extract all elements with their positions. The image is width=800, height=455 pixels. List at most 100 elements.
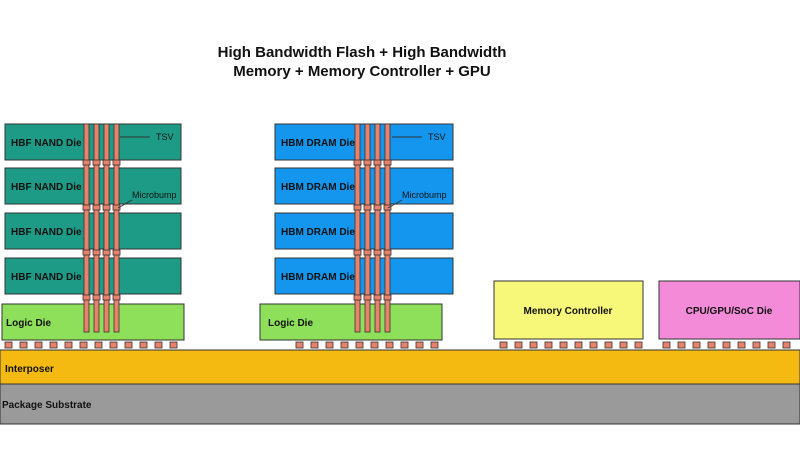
- interposer-bumps: [4, 341, 791, 349]
- hbm-bump-9: [415, 341, 424, 349]
- hbm-microbump-2-4: [363, 294, 372, 301]
- hbf-nand-die-4: [4, 257, 182, 295]
- hbm-microbump-callout-line: [387, 199, 403, 209]
- hbm-bump-3: [325, 341, 334, 349]
- hbf-microbump-2-1: [92, 159, 101, 166]
- hbm-dram-die-1: [274, 123, 454, 161]
- hbm-dram-die-4-label: HBM DRAM Die: [281, 272, 355, 283]
- hbm-microbump-1-3: [353, 249, 362, 256]
- hbm-microbump-3-2: [373, 204, 382, 211]
- hbf-nand-die-1-label: HBF NAND Die: [11, 138, 82, 149]
- cpu-bump-7: [752, 341, 761, 349]
- hbm-microbump-2-3: [363, 249, 372, 256]
- hbm-microbump-4-2: [383, 204, 392, 211]
- controller-bump-10: [634, 341, 643, 349]
- hbm-bump-4: [340, 341, 349, 349]
- hbm-tsv-label: TSV: [428, 132, 446, 142]
- hbf-nand-die-3: [4, 212, 182, 250]
- hbf-microbump-4-3: [112, 249, 121, 256]
- hbf-microbump-3-1: [102, 159, 111, 166]
- cpu-bump-5: [722, 341, 731, 349]
- hbf-nand-die-2-label: HBF NAND Die: [11, 182, 82, 193]
- hbf-logic-die: [1, 303, 185, 341]
- hbm-tsv-4: [384, 123, 391, 333]
- hbf-bump-5: [64, 341, 73, 349]
- hbf-stack: Logic Die HBF NAND Die HBF NAND Die HBF …: [1, 123, 185, 341]
- hbf-microbump-1-4: [82, 294, 91, 301]
- cpu-bump-1: [662, 341, 671, 349]
- hbf-microbump-2-3: [92, 249, 101, 256]
- hbm-tsv-column: [353, 123, 392, 333]
- hbf-bump-3: [34, 341, 43, 349]
- hbm-microbump-4-3: [383, 249, 392, 256]
- cpu-gpu-soc-label: CPU/GPU/SoC Die: [686, 306, 773, 317]
- hbf-nand-die-3-label: HBF NAND Die: [11, 227, 82, 238]
- cpu-bump-4: [707, 341, 716, 349]
- hbm-bump-5: [355, 341, 364, 349]
- hbm-microbump-label: Microbump: [402, 190, 447, 200]
- hbf-bump-4: [49, 341, 58, 349]
- hbm-tsv-2: [364, 123, 371, 333]
- hbf-bump-9: [124, 341, 133, 349]
- hbm-bump-1: [295, 341, 304, 349]
- hbm-bump-6: [370, 341, 379, 349]
- interposer-label: Interposer: [5, 364, 54, 375]
- hbf-bump-11: [154, 341, 163, 349]
- hbf-bump-12: [169, 341, 178, 349]
- hbm-dram-die-1-label: HBM DRAM Die: [281, 138, 355, 149]
- hbf-nand-die-4-label: HBF NAND Die: [11, 272, 82, 283]
- hbm-dram-die-2-label: HBM DRAM Die: [281, 182, 355, 193]
- hbf-tsv-column: [82, 123, 121, 333]
- hbf-microbump-2-2: [92, 204, 101, 211]
- hbf-bump-2: [19, 341, 28, 349]
- interposer: [0, 349, 800, 385]
- hbm-dram-die-3-label: HBM DRAM Die: [281, 227, 355, 238]
- cpu-bump-3: [692, 341, 701, 349]
- hbf-microbump-1-2: [82, 204, 91, 211]
- hbm-microbump-1-4: [353, 294, 362, 301]
- controller-bump-8: [604, 341, 613, 349]
- hbm-microbump-3-4: [373, 294, 382, 301]
- hbf-microbump-3-2: [102, 204, 111, 211]
- hbf-bump-1: [4, 341, 13, 349]
- cpu-bump-9: [782, 341, 791, 349]
- cpu-bump-8: [767, 341, 776, 349]
- controller-bump-5: [559, 341, 568, 349]
- hbm-bump-8: [400, 341, 409, 349]
- hbf-microbump-1-1: [82, 159, 91, 166]
- hbm-dram-die-4: [274, 257, 454, 295]
- hbm-microbump-1-2: [353, 204, 362, 211]
- hbm-microbump-2-1: [363, 159, 372, 166]
- hbf-microbump-4-1: [112, 159, 121, 166]
- cpu-bump-2: [677, 341, 686, 349]
- hbf-tsv-1: [83, 123, 90, 333]
- package-substrate-label: Package Substrate: [2, 400, 92, 411]
- hbm-bump-10: [430, 341, 439, 349]
- memory-controller-die: [493, 280, 644, 340]
- controller-bump-4: [544, 341, 553, 349]
- hbm-microbump-2-2: [363, 204, 372, 211]
- title-line-1: High Bandwidth Flash + High Bandwidth: [218, 44, 507, 61]
- hbm-microbump-4-4: [383, 294, 392, 301]
- controller-bump-6: [574, 341, 583, 349]
- hbm-microbump-3-3: [373, 249, 382, 256]
- controller-bump-9: [619, 341, 628, 349]
- hbf-bump-8: [109, 341, 118, 349]
- hbf-microbump-4-4: [112, 294, 121, 301]
- controller-bump-1: [499, 341, 508, 349]
- hbm-bump-2: [310, 341, 319, 349]
- cpu-gpu-soc-die: [658, 280, 800, 340]
- package-substrate: [0, 383, 800, 425]
- hbf-nand-die-2: [4, 167, 182, 205]
- hbf-microbump-4-2: [112, 204, 121, 211]
- controller-bump-3: [529, 341, 538, 349]
- hbm-dram-die-3: [274, 212, 454, 250]
- hbf-microbump-3-3: [102, 249, 111, 256]
- hbm-tsv-1: [354, 123, 361, 333]
- hbm-microbump-1-1: [353, 159, 362, 166]
- hbm-stack: Logic Die HBM DRAM Die HBM DRAM Die HBM …: [259, 123, 454, 341]
- controller-bump-7: [589, 341, 598, 349]
- hbm-logic-die: [259, 303, 443, 341]
